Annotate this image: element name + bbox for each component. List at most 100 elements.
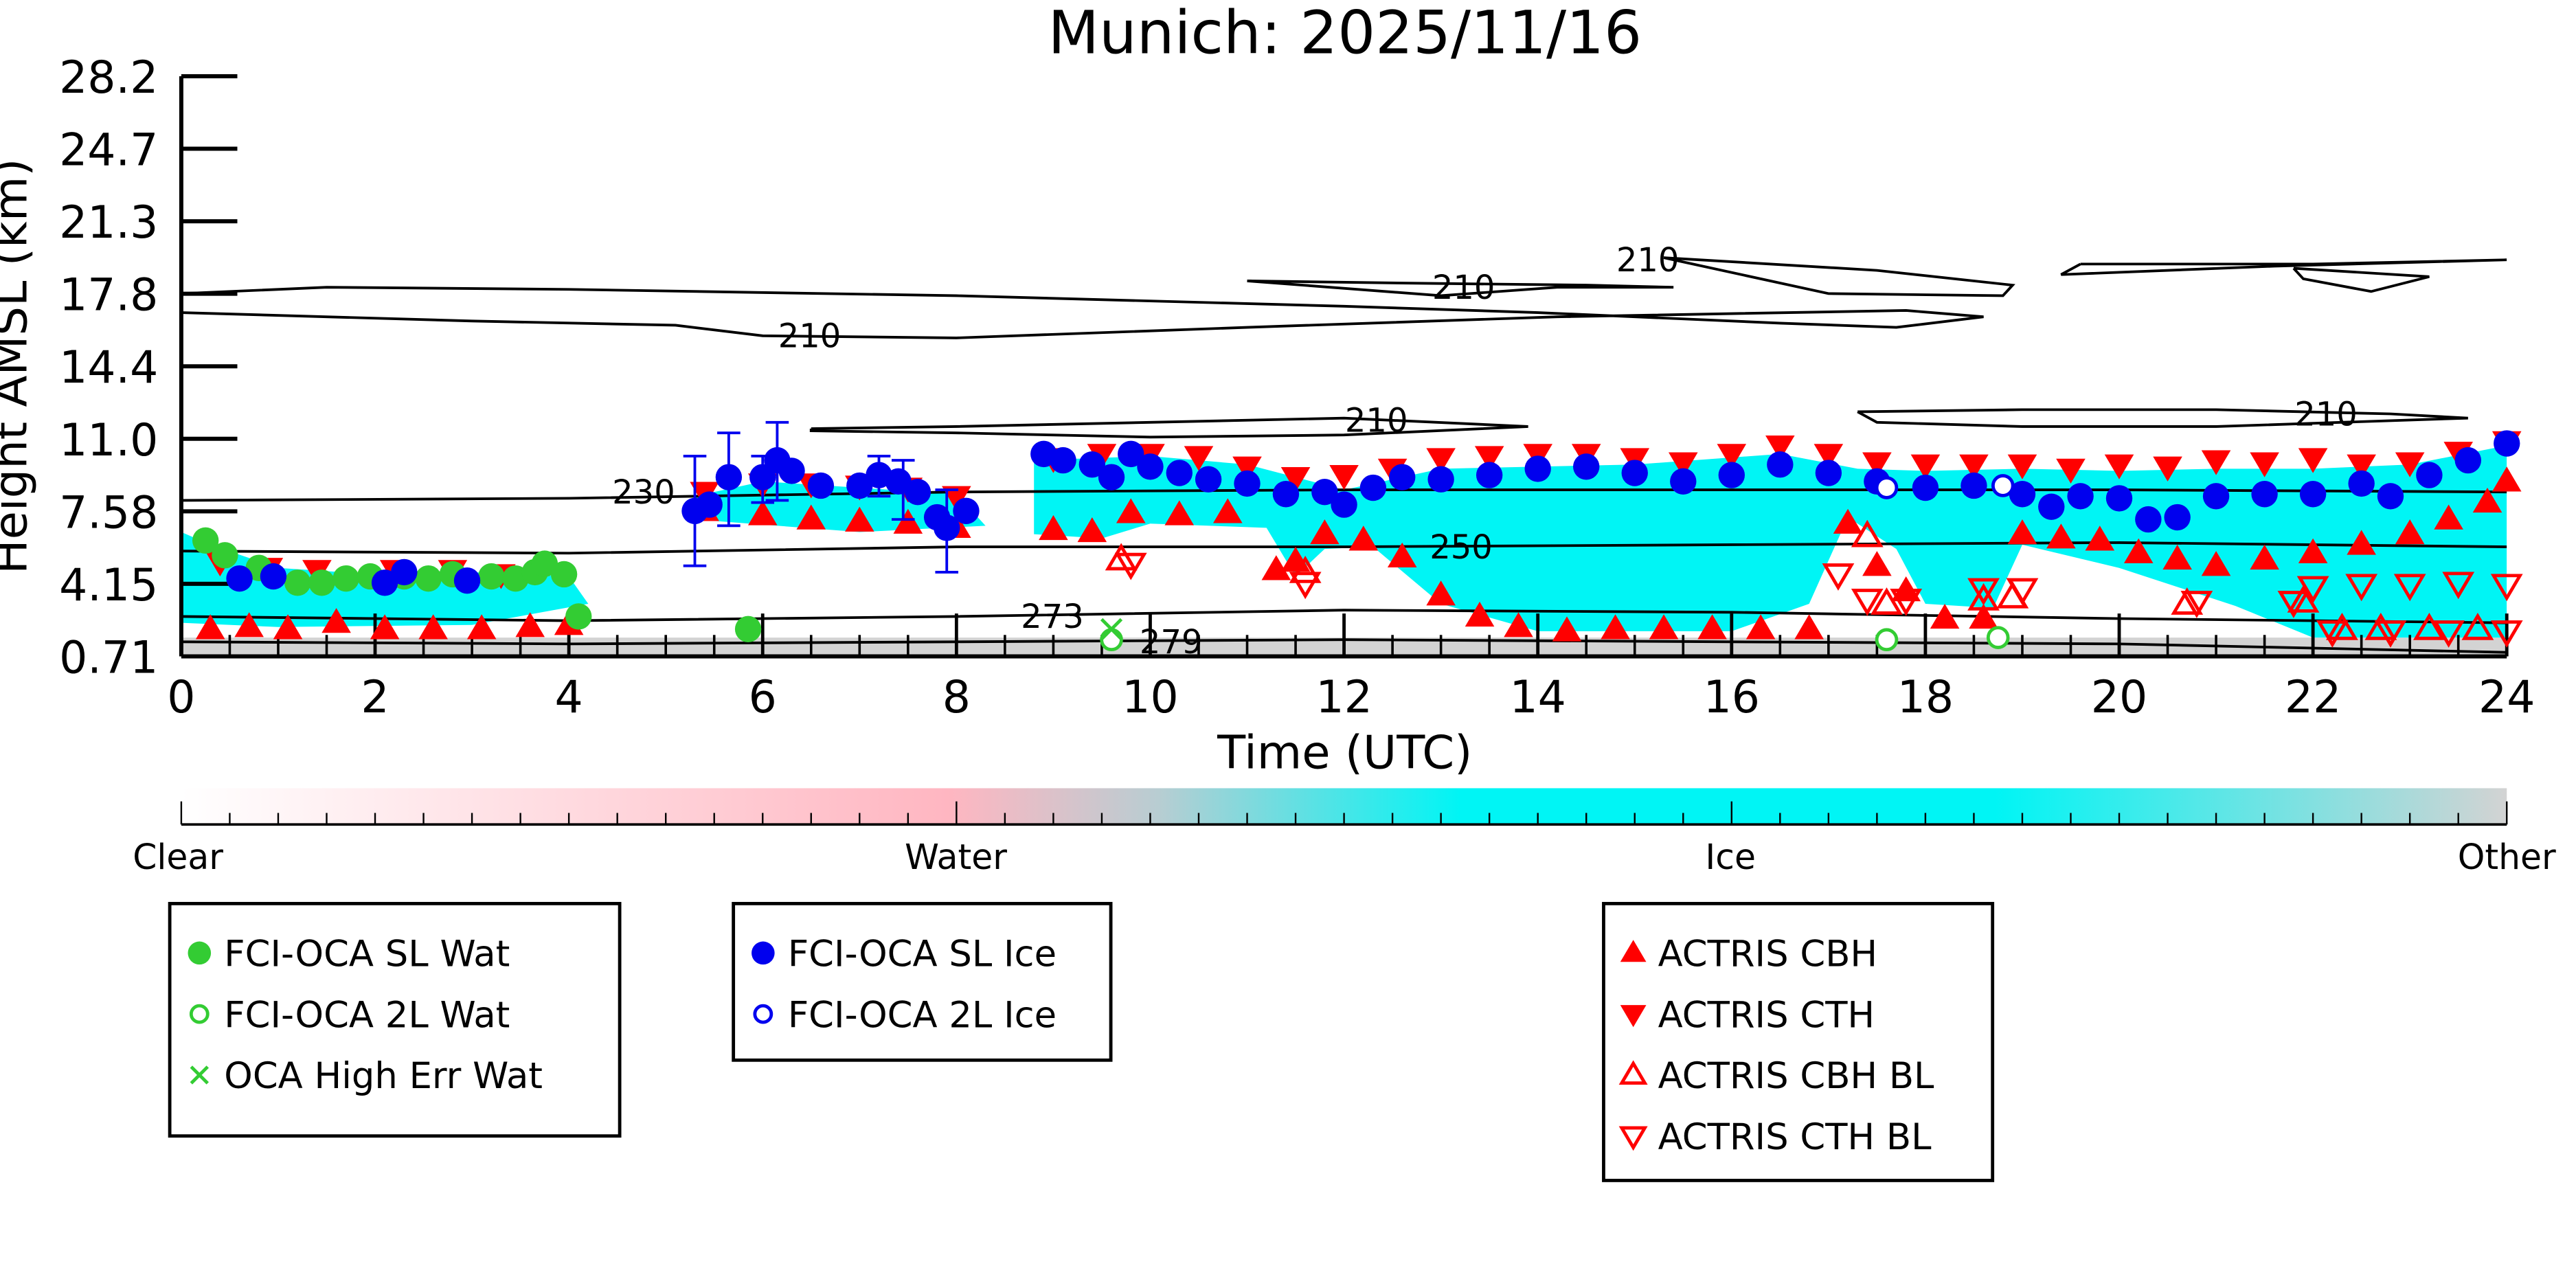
data-point <box>1100 618 1123 640</box>
data-point <box>515 612 545 637</box>
data-point <box>1851 519 1884 547</box>
data-point <box>953 497 980 525</box>
x-tick-label: 14 <box>1509 672 1566 723</box>
y-tick-label: 17.8 <box>59 270 158 321</box>
data-point <box>2413 612 2445 640</box>
data-point <box>371 569 398 596</box>
data-point <box>1098 464 1125 490</box>
data-point <box>1573 453 1600 480</box>
data-point <box>550 561 578 588</box>
x-tick-label: 10 <box>1122 672 1178 723</box>
data-point <box>478 563 505 590</box>
legend-marker-icon <box>1620 940 1647 962</box>
data-point <box>2135 506 2162 533</box>
data-point <box>1959 454 1989 479</box>
data-point <box>370 614 400 640</box>
data-point <box>1261 555 1291 580</box>
data-point <box>1822 563 1855 591</box>
data-point <box>2250 452 2279 477</box>
data-point <box>2432 620 2465 648</box>
legend-label: ACTRIS CBH BL <box>1658 1055 1934 1097</box>
data-point <box>1195 466 1222 493</box>
data-point <box>885 468 912 495</box>
data-point <box>1814 444 1844 469</box>
cloud-mask-ice <box>1034 445 2507 638</box>
data-point <box>2298 448 2328 473</box>
data-point <box>1745 614 1776 640</box>
data-point <box>260 563 287 590</box>
contour-label: 210 <box>2294 395 2358 433</box>
legend-label: FCI-OCA SL Wat <box>224 934 510 975</box>
legend-marker-icon <box>188 941 212 965</box>
data-point <box>1991 474 2015 497</box>
data-point <box>1272 481 1300 508</box>
data-point <box>1359 474 1387 501</box>
data-point <box>2277 591 2310 618</box>
data-point <box>1348 526 1379 551</box>
data-point <box>273 614 303 640</box>
data-point <box>2472 487 2502 513</box>
series-actris-cbh <box>195 466 2522 642</box>
contour-210 <box>2292 267 2430 293</box>
contour-label: 210 <box>1345 402 1408 440</box>
legend-frame <box>1602 901 1995 1182</box>
data-point <box>453 567 481 594</box>
data-point <box>234 612 264 637</box>
data-point <box>2296 576 2329 604</box>
y-tick-label: 11.0 <box>59 415 158 466</box>
data-point <box>2347 454 2376 479</box>
data-point <box>2348 470 2375 497</box>
legend-label: FCI-OCA 2L Wat <box>224 994 510 1036</box>
data-point <box>2442 572 2475 600</box>
data-point <box>1969 603 1998 629</box>
data-point <box>904 478 931 506</box>
data-point <box>734 615 762 643</box>
data-point <box>845 506 874 532</box>
data-point <box>1232 456 1262 482</box>
data-point <box>1100 628 1123 652</box>
data-point <box>2038 493 2065 520</box>
data-point <box>2201 551 2231 576</box>
data-point <box>2494 430 2520 457</box>
data-point <box>321 608 351 633</box>
data-point <box>2104 454 2134 479</box>
data-point <box>1986 626 2010 649</box>
data-point <box>2202 483 2230 510</box>
data-point <box>934 515 960 541</box>
contour-label: 210 <box>778 317 841 356</box>
data-point <box>796 504 826 530</box>
colorbar-label-other: Other <box>2458 837 2556 877</box>
data-point <box>1649 614 1679 640</box>
data-point <box>1184 446 1214 471</box>
data-point <box>807 472 835 499</box>
data-point <box>1862 551 1892 576</box>
data-point <box>2171 587 2204 615</box>
data-point <box>195 614 225 640</box>
data-point <box>2395 452 2425 477</box>
colorbar-label-clear: Clear <box>133 837 223 877</box>
x-tick-label: 0 <box>167 672 195 723</box>
data-point <box>2326 612 2358 640</box>
data-point <box>1717 444 1747 469</box>
series-actris-cbh-bl <box>1105 519 2494 640</box>
data-point <box>308 569 335 596</box>
data-point <box>565 603 592 630</box>
legend-frame <box>732 901 1113 1062</box>
x-tick-label: 22 <box>2285 672 2341 723</box>
y-tick-label: 21.3 <box>59 197 158 249</box>
legend-label: ACTRIS CTH BL <box>1658 1116 1932 1158</box>
x-tick-label: 6 <box>749 672 777 723</box>
data-point <box>1668 452 1698 477</box>
data-point <box>1118 440 1144 468</box>
data-point <box>332 565 359 592</box>
data-point <box>1331 491 1357 518</box>
colorbar-label-water: Water <box>905 837 1007 877</box>
data-point <box>1601 614 1630 640</box>
data-point <box>1621 460 1648 486</box>
data-point <box>1427 466 1454 493</box>
data-point <box>2454 447 2482 474</box>
